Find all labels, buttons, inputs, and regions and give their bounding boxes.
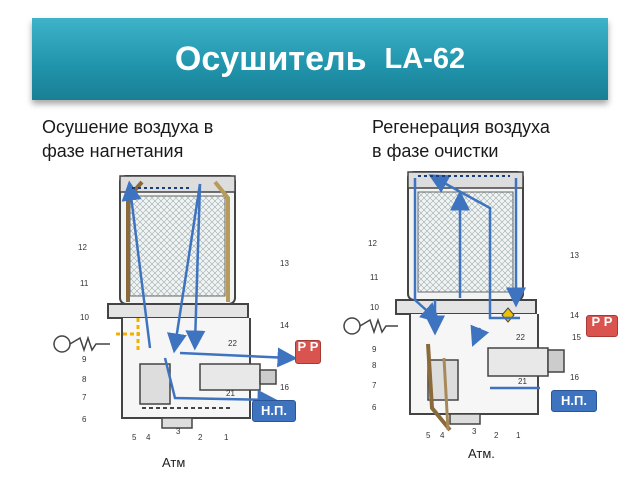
part-12: 12 — [78, 243, 87, 252]
part-2: 2 — [198, 433, 203, 442]
part-14: 14 — [570, 311, 579, 320]
part-11: 11 — [80, 279, 89, 288]
part-11: 11 — [370, 273, 379, 282]
title-model: LA-62 — [384, 42, 466, 75]
part-2: 2 — [494, 431, 499, 440]
part-9: 9 — [372, 345, 377, 354]
part-6: 6 — [372, 403, 377, 412]
part-13: 13 — [570, 251, 579, 260]
part-14: 14 — [280, 321, 289, 330]
right-caption-line1: Регенерация воздуха — [372, 117, 550, 137]
part-12: 12 — [368, 239, 377, 248]
part-22: 22 — [516, 333, 525, 342]
left-np-badge: Н.П. — [252, 400, 296, 422]
left-caption: Осушение воздуха в фазе нагнетания — [42, 115, 213, 163]
right-caption: Регенерация воздуха в фазе очистки — [372, 115, 550, 163]
part-3: 3 — [472, 427, 477, 436]
part-4: 4 — [146, 433, 151, 442]
part-21: 21 — [226, 389, 235, 398]
part-1: 1 — [516, 431, 521, 440]
part-16: 16 — [570, 373, 579, 382]
part-15: 15 — [572, 333, 581, 342]
part-5: 5 — [426, 431, 431, 440]
part-10: 10 — [80, 313, 89, 322]
left-atm-label: Атм — [162, 455, 186, 470]
part-22: 22 — [228, 339, 237, 348]
right-dryer-diagram: 12 11 10 9 8 7 6 13 14 15 22 21 16 5 4 3… — [343, 171, 581, 440]
part-16: 16 — [280, 383, 289, 392]
page-title: Осушитель LA-62 — [32, 18, 608, 100]
right-caption-line2: в фазе очистки — [372, 141, 499, 161]
left-caption-line1: Осушение воздуха в — [42, 117, 214, 137]
part-7: 7 — [372, 381, 377, 390]
right-pressure-badge: Р Р — [586, 315, 618, 337]
part-4: 4 — [440, 431, 445, 440]
part-10: 10 — [370, 303, 379, 312]
part-6: 6 — [82, 415, 87, 424]
left-caption-line2: фазе нагнетания — [42, 141, 184, 161]
title-banner: Осушитель LA-62 — [32, 18, 608, 100]
part-7: 7 — [82, 393, 87, 402]
part-5: 5 — [132, 433, 137, 442]
part-9: 9 — [82, 355, 87, 364]
part-21: 21 — [518, 377, 527, 386]
left-pressure-badge: Р Р — [295, 340, 321, 364]
part-8: 8 — [372, 361, 377, 370]
part-13: 13 — [280, 259, 289, 268]
right-atm-label: Атм. — [468, 446, 495, 461]
title-main: Осушитель — [174, 39, 367, 78]
part-8: 8 — [82, 375, 87, 384]
left-dryer-diagram: 12 11 10 9 8 7 6 13 14 22 21 16 5 4 3 2 … — [53, 175, 298, 442]
part-3: 3 — [176, 427, 181, 436]
part-1: 1 — [224, 433, 229, 442]
right-np-badge: Н.П. — [551, 390, 597, 412]
